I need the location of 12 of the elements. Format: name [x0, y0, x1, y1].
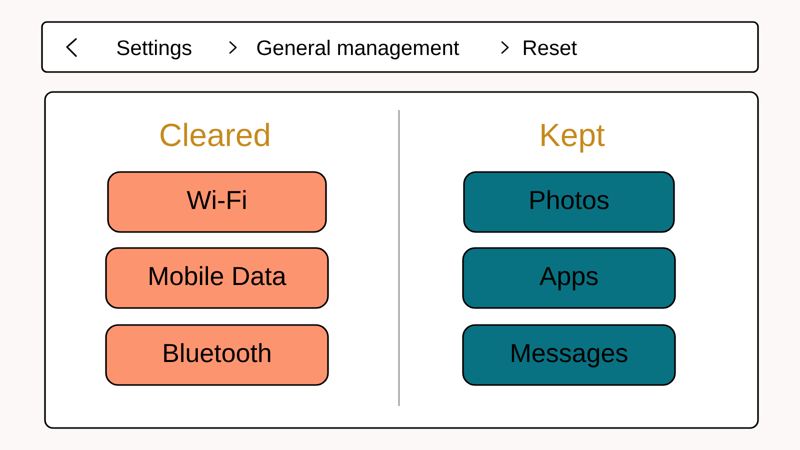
item-box: Wi-Fi: [107, 171, 327, 233]
breadcrumb-bar: [41, 21, 759, 73]
breadcrumb-item: General management: [257, 40, 460, 60]
item-box: Apps: [462, 247, 676, 309]
item-box: Bluetooth: [105, 324, 329, 386]
item-box: Messages: [462, 324, 676, 386]
breadcrumb-item: Reset: [524, 40, 577, 56]
item-box: Mobile Data: [105, 247, 329, 309]
column-heading: Cleared: [160, 122, 269, 146]
item-box: Photos: [463, 171, 675, 233]
column-heading: Kept: [542, 124, 605, 153]
breadcrumb-item: Settings: [117, 40, 192, 60]
